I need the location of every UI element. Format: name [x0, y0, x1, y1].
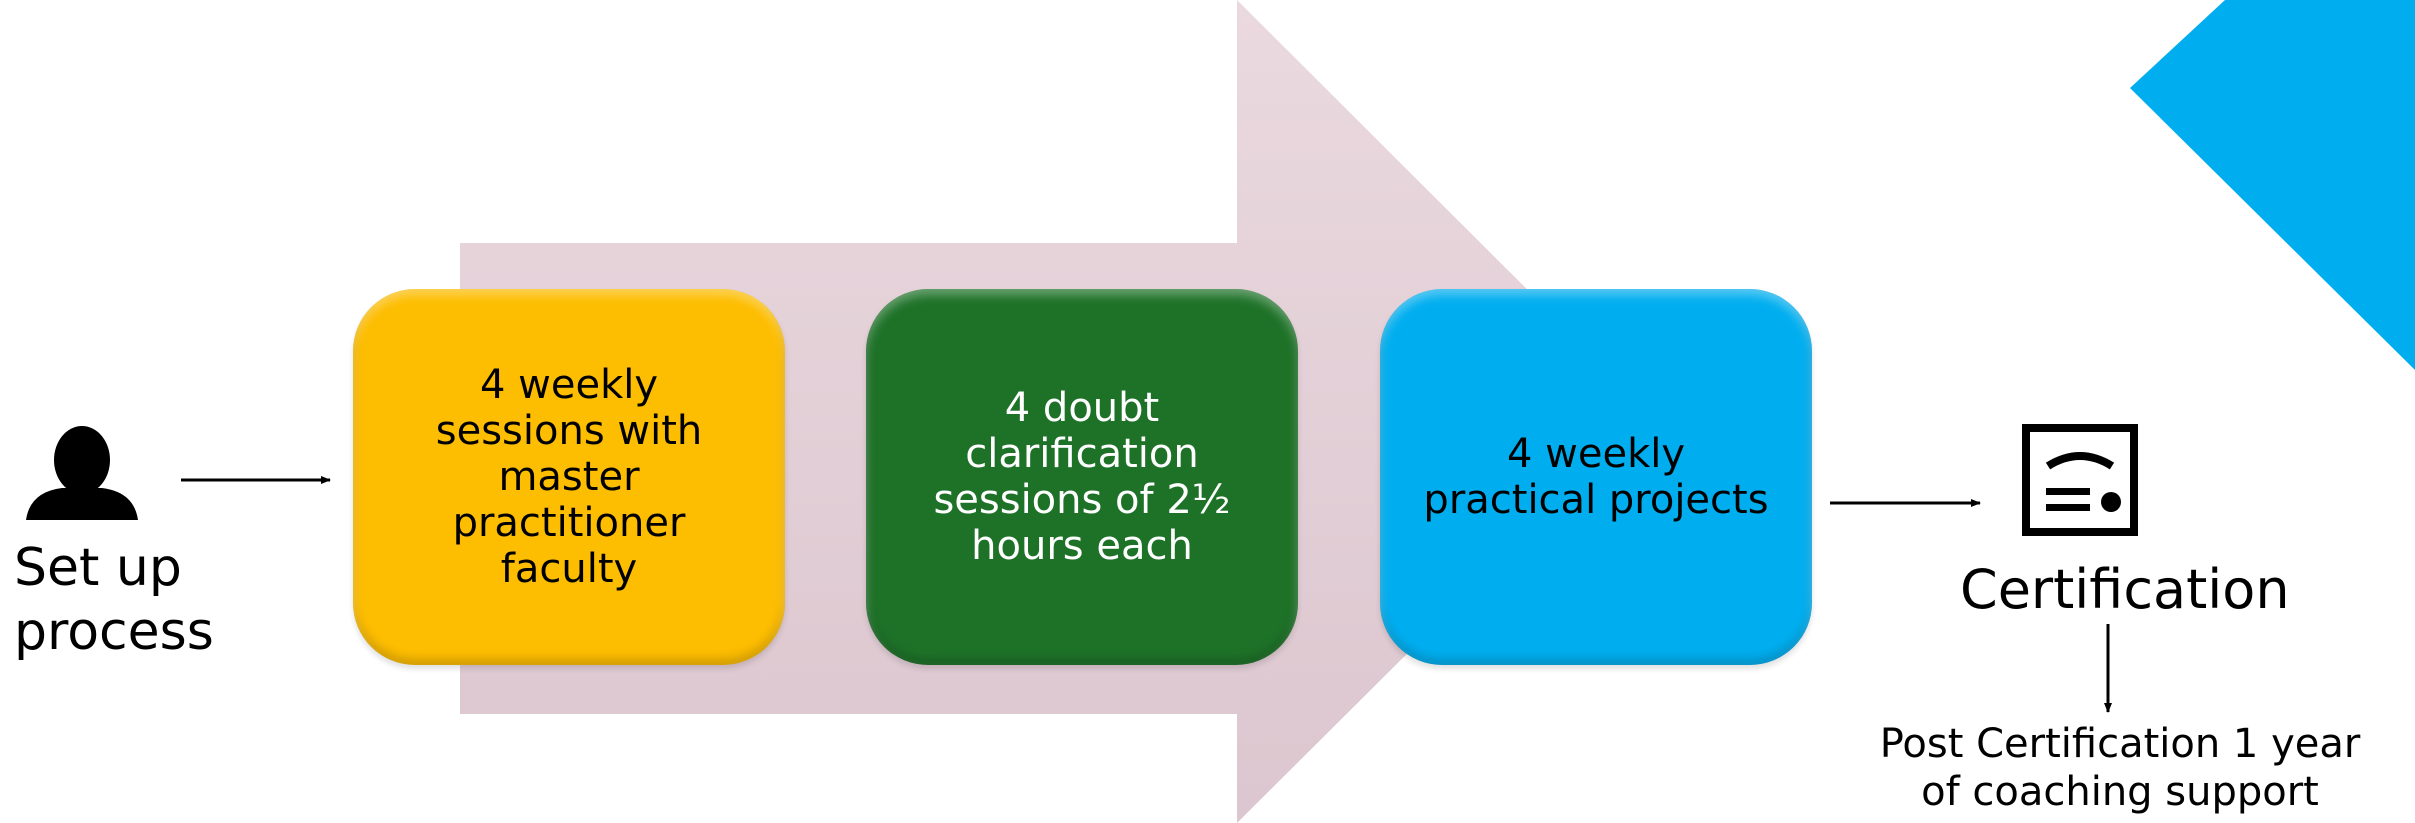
setup-process-label: Set up process [14, 538, 214, 662]
certification-label: Certification [1960, 558, 2290, 621]
step-doubt-clarification-box: 4 doubt clarification sessions of 2½ hou… [866, 289, 1298, 665]
step-practical-projects-text: 4 weekly practical projects [1423, 431, 1769, 523]
step-practical-projects-box: 4 weekly practical projects [1380, 289, 1812, 665]
step-weekly-sessions-box: 4 weekly sessions with master practition… [353, 289, 785, 665]
step-weekly-sessions-text: 4 weekly sessions with master practition… [435, 362, 703, 592]
person-icon [26, 426, 138, 520]
coaching-support-label: Post Certification 1 year of coaching su… [1879, 721, 2361, 815]
corner-accent-shape [2130, 0, 2415, 370]
step-doubt-clarification-text: 4 doubt clarification sessions of 2½ hou… [933, 385, 1231, 569]
certificate-icon [2022, 424, 2138, 536]
